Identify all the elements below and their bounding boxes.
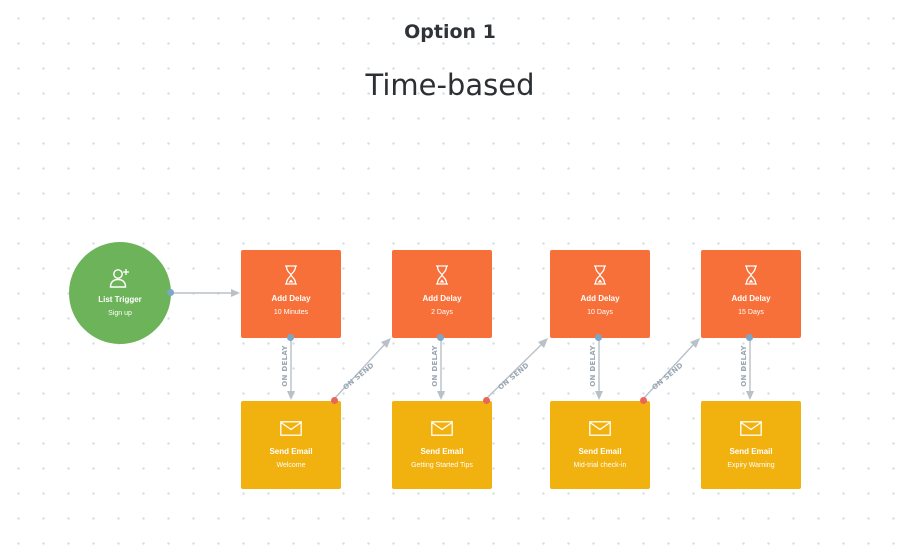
on-delay-label: ON DELAY [281, 345, 289, 387]
delay-output-port[interactable] [746, 334, 753, 341]
delay-node-2[interactable]: Add Delay 2 Days [392, 250, 492, 338]
email-send-port[interactable] [640, 397, 647, 404]
delay-duration: 2 Days [431, 309, 453, 316]
email-subject: Getting Started Tips [411, 462, 473, 469]
envelope-icon [550, 421, 650, 441]
delay-duration: 10 Minutes [273, 309, 309, 316]
delay-output-port[interactable] [287, 334, 294, 341]
delay-title: Add Delay [731, 294, 771, 303]
on-send-label: ON SEND [651, 361, 685, 391]
delay-node-1[interactable]: Add Delay 10 Minutes [241, 250, 341, 338]
on-delay-connector-3: ON DELAY [589, 339, 603, 400]
on-delay-label: ON DELAY [431, 345, 439, 387]
delay-node-4[interactable]: Add Delay 15 Days [701, 250, 801, 338]
hourglass-icon [550, 265, 650, 290]
on-delay-connector-2: ON DELAY [431, 339, 445, 400]
delay-title: Add Delay [580, 294, 620, 303]
trigger-title: List Trigger [98, 295, 142, 304]
flow-title: Time-based [365, 68, 535, 102]
on-delay-label: ON DELAY [740, 345, 748, 387]
envelope-icon [392, 421, 492, 441]
email-node-3[interactable]: Send Email Mid-trial check-in [550, 401, 650, 489]
option-label: Option 1 [404, 21, 496, 43]
hourglass-icon [701, 265, 801, 290]
on-delay-connector-1: ON DELAY [281, 339, 295, 400]
delay-title: Add Delay [422, 294, 462, 303]
on-send-label: ON SEND [342, 361, 376, 391]
on-delay-connector-4: ON DELAY [740, 339, 754, 400]
user-add-icon [69, 267, 171, 294]
email-node-4[interactable]: Send Email Expiry Warning [701, 401, 801, 489]
hourglass-icon [241, 265, 341, 290]
email-subject: Mid-trial check-in [573, 462, 627, 469]
on-send-connector-3: ON SEND [643, 338, 700, 399]
email-title: Send Email [729, 447, 773, 456]
delay-output-port[interactable] [595, 334, 602, 341]
email-send-port[interactable] [331, 397, 338, 404]
hourglass-icon [392, 265, 492, 290]
email-title: Send Email [420, 447, 464, 456]
envelope-icon [241, 421, 341, 441]
trigger-output-port[interactable] [167, 289, 174, 296]
email-subject: Welcome [276, 462, 306, 469]
email-node-1[interactable]: Send Email Welcome [241, 401, 341, 489]
delay-output-port[interactable] [437, 334, 444, 341]
envelope-icon [701, 421, 801, 441]
on-delay-label: ON DELAY [589, 345, 597, 387]
delay-duration: 15 Days [738, 309, 764, 316]
trigger-subtitle: Sign up [108, 310, 132, 317]
delay-node-3[interactable]: Add Delay 10 Days [550, 250, 650, 338]
email-subject: Expiry Warning [727, 462, 775, 469]
email-title: Send Email [578, 447, 622, 456]
email-node-2[interactable]: Send Email Getting Started Tips [392, 401, 492, 489]
on-send-connector-2: ON SEND [486, 338, 548, 399]
list-trigger-node[interactable]: List Trigger Sign up [69, 242, 171, 344]
email-title: Send Email [269, 447, 313, 456]
delay-title: Add Delay [271, 294, 311, 303]
on-send-label: ON SEND [497, 361, 531, 391]
email-send-port[interactable] [483, 397, 490, 404]
delay-duration: 10 Days [587, 309, 613, 316]
arrowhead [231, 289, 240, 297]
on-send-connector-1: ON SEND [334, 338, 391, 399]
